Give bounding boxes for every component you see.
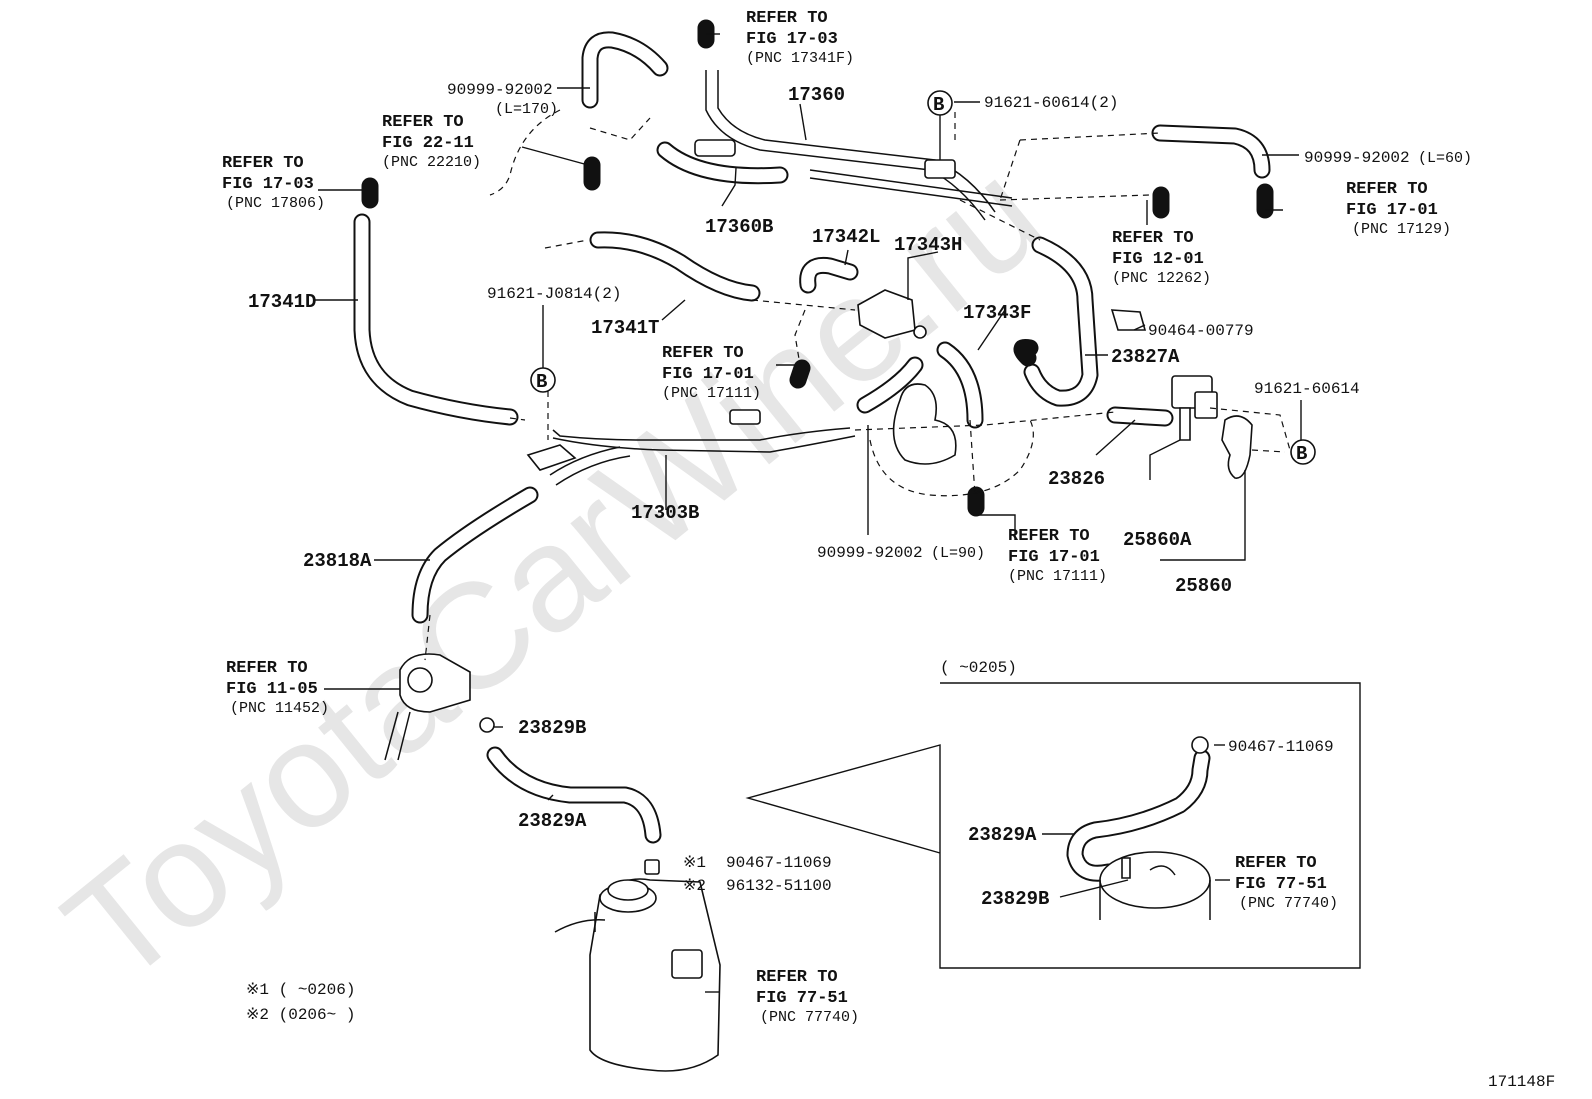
label-hose-right: 90999-92002 — [1304, 149, 1410, 167]
label-hose-mid-len: (L=90) — [931, 545, 985, 562]
svg-text:FIG 77-51: FIG 77-51 — [1235, 875, 1327, 894]
figure-id: 171148F — [1488, 1073, 1555, 1091]
leaders — [315, 33, 1302, 993]
svg-text:FIG 17-03: FIG 17-03 — [222, 175, 314, 194]
b-marker-top-label: B — [933, 94, 944, 116]
svg-text:(PNC 22210): (PNC 22210) — [382, 154, 481, 171]
label-mark2: ※2 — [683, 877, 706, 895]
label-17341d: 17341D — [248, 291, 316, 313]
svg-text:(PNC 17111): (PNC 17111) — [1008, 568, 1107, 585]
label-23818a: 23818A — [303, 550, 372, 572]
label-17343h: 17343H — [894, 234, 962, 256]
note-1: ※1 ( ~0206) — [246, 981, 355, 999]
refer-to-r3: REFER TO FIG 17-03 (PNC 17806) — [222, 154, 325, 212]
label-hose-top-len: (L=170) — [495, 101, 558, 118]
refer-to-r7: REFER TO FIG 17-01 (PNC 17111) — [1008, 527, 1107, 585]
svg-text:REFER TO: REFER TO — [746, 9, 828, 28]
b-marker-left: B — [530, 367, 556, 393]
notes: ※1 ( ~0206) ※2 (0206~ ) 171148F — [246, 981, 1555, 1091]
svg-text:(PNC 11452): (PNC 11452) — [230, 700, 329, 717]
label-17360: 17360 — [788, 84, 845, 106]
svg-text:REFER TO: REFER TO — [756, 968, 838, 987]
b-marker-top: B — [927, 90, 953, 116]
hoses — [353, 19, 1274, 844]
inset-range: ( ~0205) — [940, 659, 1017, 677]
watermark: ToyotaCarWine.ru — [34, 129, 1073, 1015]
refer-to-r1: REFER TO FIG 17-03 (PNC 17341F) — [746, 9, 854, 67]
b-marker-right: B — [1290, 439, 1316, 465]
refer-to-r5: REFER TO FIG 12-01 (PNC 12262) — [1112, 229, 1211, 287]
svg-text:FIG 11-05: FIG 11-05 — [226, 680, 318, 699]
label-17360b: 17360B — [705, 216, 773, 238]
refer-to-r6: REFER TO FIG 17-01 (PNC 17111) — [662, 344, 761, 402]
inset-panel: ( ~0205) 90467-11069 23829A 23829B REFER… — [745, 659, 1361, 969]
label-clamp-b-left: 91621-J0814(2) — [487, 285, 621, 303]
part-labels: 90999-92002 (L=170) 17360 17360B 91621-6… — [248, 81, 1472, 895]
svg-text:REFER TO: REFER TO — [662, 344, 744, 363]
svg-text:(PNC 17111): (PNC 17111) — [662, 385, 761, 402]
svg-text:REFER TO: REFER TO — [226, 659, 308, 678]
svg-text:(PNC 17341F): (PNC 17341F) — [746, 50, 854, 67]
label-hose-top: 90999-92002 — [447, 81, 553, 99]
svg-text:REFER TO: REFER TO — [1008, 527, 1090, 546]
label-25860a: 25860A — [1123, 529, 1192, 551]
refer-to-r4: REFER TO FIG 17-01 (PNC 17129) — [1346, 180, 1451, 238]
pipe-assemblies — [384, 70, 1253, 1072]
note-2: ※2 (0206~ ) — [246, 1006, 355, 1024]
svg-text:REFER TO: REFER TO — [1235, 854, 1317, 873]
svg-text:REFER TO: REFER TO — [222, 154, 304, 173]
label-clamp-b-right: 91621-60614 — [1254, 380, 1360, 398]
label-mark1: ※1 — [683, 854, 706, 872]
inset-label-clip-b: 23829B — [981, 888, 1049, 910]
svg-text:REFER TO: REFER TO — [1346, 180, 1428, 199]
label-bracket: 90464-00779 — [1148, 322, 1254, 340]
b-marker-right-label: B — [1296, 443, 1307, 465]
label-clamp-b-top: 91621-60614(2) — [984, 94, 1118, 112]
label-hose-mid: 90999-92002 — [817, 544, 923, 562]
label-hose-right-len: (L=60) — [1418, 150, 1472, 167]
label-17342l: 17342L — [812, 226, 880, 248]
svg-text:FIG 77-51: FIG 77-51 — [756, 989, 848, 1008]
label-23829a: 23829A — [518, 810, 587, 832]
svg-text:(PNC 12262): (PNC 12262) — [1112, 270, 1211, 287]
inset-label-clip: 90467-11069 — [1228, 738, 1334, 756]
label-clip-2: 96132-51100 — [726, 877, 832, 895]
label-17343f: 17343F — [963, 302, 1031, 324]
svg-text:FIG 17-01: FIG 17-01 — [1346, 201, 1438, 220]
label-clip-1: 90467-11069 — [726, 854, 832, 872]
svg-text:(PNC 17129): (PNC 17129) — [1352, 221, 1451, 238]
svg-text:(PNC 77740): (PNC 77740) — [1239, 895, 1338, 912]
label-23829b: 23829B — [518, 717, 586, 739]
label-23826: 23826 — [1048, 468, 1105, 490]
svg-text:(PNC 77740): (PNC 77740) — [760, 1009, 859, 1026]
svg-text:FIG 17-01: FIG 17-01 — [662, 365, 754, 384]
label-23827a: 23827A — [1111, 346, 1180, 368]
svg-text:REFER TO: REFER TO — [382, 113, 464, 132]
label-25860: 25860 — [1175, 575, 1232, 597]
inset-label-hose: 23829A — [968, 824, 1037, 846]
svg-text:FIG 12-01: FIG 12-01 — [1112, 250, 1204, 269]
b-marker-left-label: B — [536, 371, 547, 393]
svg-text:FIG 17-01: FIG 17-01 — [1008, 548, 1100, 567]
svg-text:FIG 17-03: FIG 17-03 — [746, 30, 838, 49]
label-17303b: 17303B — [631, 502, 699, 524]
refer-to-r8: REFER TO FIG 11-05 (PNC 11452) — [226, 659, 329, 717]
label-17341t: 17341T — [591, 317, 659, 339]
svg-text:FIG 22-11: FIG 22-11 — [382, 134, 474, 153]
svg-text:REFER TO: REFER TO — [1112, 229, 1194, 248]
refer-to-r10: REFER TO FIG 77-51 (PNC 77740) — [1235, 854, 1338, 912]
refer-to-r2: REFER TO FIG 22-11 (PNC 22210) — [382, 113, 481, 171]
svg-text:(PNC 17806): (PNC 17806) — [226, 195, 325, 212]
refer-to-r9: REFER TO FIG 77-51 (PNC 77740) — [756, 968, 859, 1026]
